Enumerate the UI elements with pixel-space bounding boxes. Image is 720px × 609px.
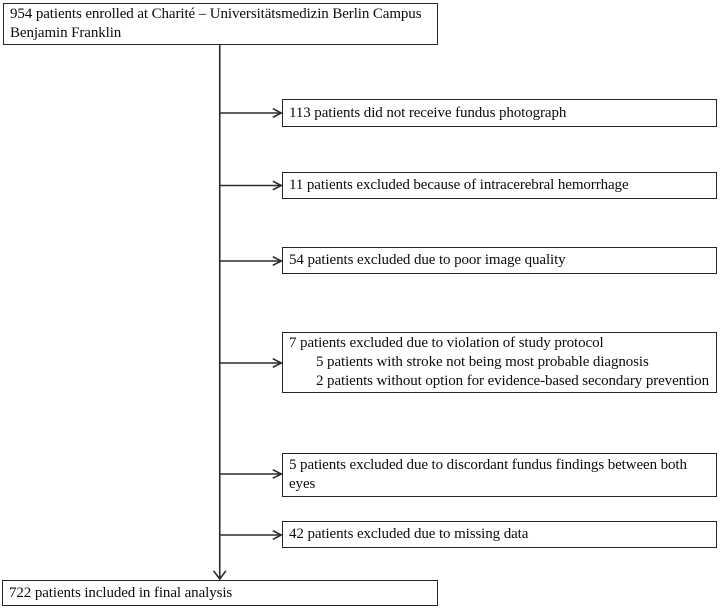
final-analysis-text: 722 patients included in final analysis [9,584,233,601]
right-arrowhead-icon [272,357,284,369]
right-arrowhead-icon [272,468,284,480]
enrollment-box: 954 patients enrolled at Charité – Unive… [3,3,438,45]
exclusion-text: 5 patients excluded due to discordant fu… [289,457,687,473]
right-arrowhead-icon [272,255,284,267]
exclusion-box-protocol-violation: 7 patients excluded due to violation of … [282,332,717,393]
exclusion-text: 54 patients excluded due to poor image q… [289,252,566,268]
enrollment-line: 954 patients enrolled at Charité – Unive… [10,6,422,22]
exclusion-subtext: 5 patients with stroke not being most pr… [316,354,649,370]
exclusion-text: 113 patients did not receive fundus phot… [289,104,567,121]
exclusion-box-poor-image-quality: 54 patients excluded due to poor image q… [282,247,717,274]
exclusion-subtext: 2 patients without option for evidence-b… [316,373,709,389]
enrollment-line: Benjamin Franklin [10,25,122,41]
exclusion-text: 11 patients excluded because of intracer… [289,177,629,193]
exclusion-text: 42 patients excluded due to missing data [289,526,529,542]
exclusion-box-intracerebral-hemorrhage: 11 patients excluded because of intracer… [282,172,717,199]
exclusion-text: eyes [289,476,316,492]
right-arrowhead-icon [272,180,284,191]
right-arrowhead-icon [272,529,284,541]
exclusion-box-missing-data: 42 patients excluded due to missing data [282,521,717,548]
final-analysis-box: 722 patients included in final analysis [2,580,438,606]
exclusion-box-no-fundus-photograph: 113 patients did not receive fundus phot… [282,99,717,127]
exclusion-box-discordant-fundus-findings: 5 patients excluded due to discordant fu… [282,453,717,497]
exclusion-text: 7 patients excluded due to violation of … [289,335,604,351]
down-arrowhead-icon [212,570,227,581]
right-arrowhead-icon [272,107,284,119]
